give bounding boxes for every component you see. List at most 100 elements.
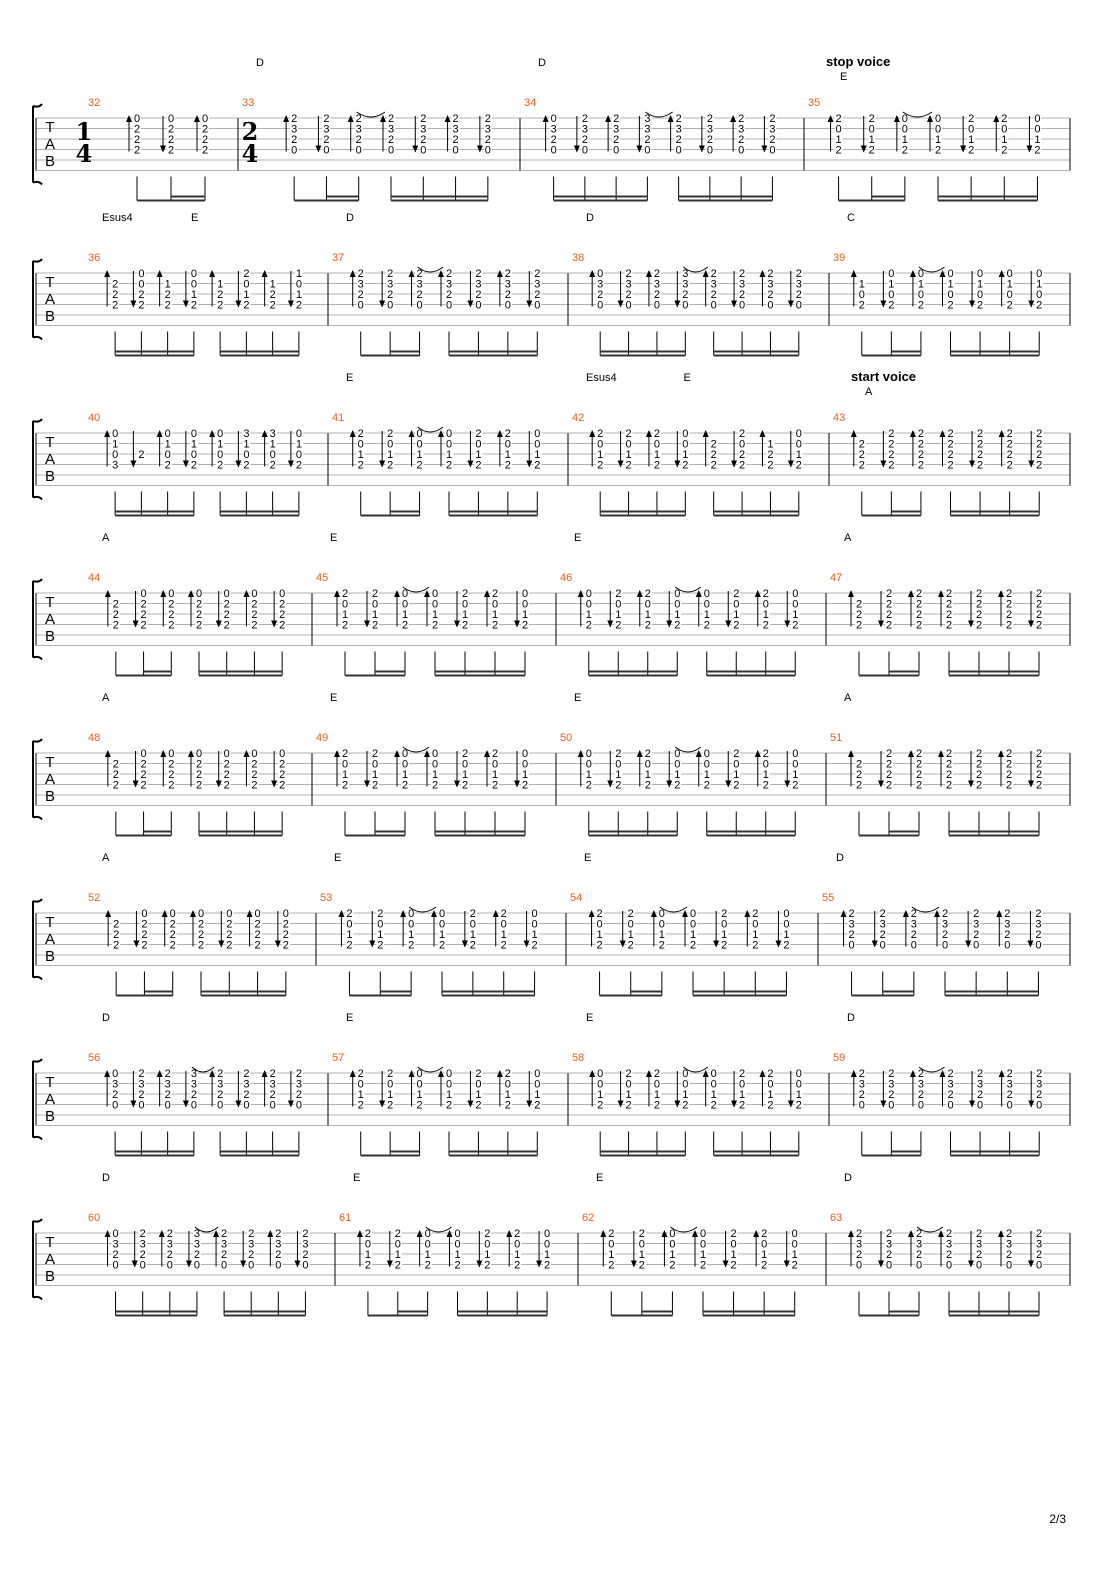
arrow-head	[215, 780, 222, 788]
arrow-head	[787, 460, 794, 468]
fret-number: 0	[439, 919, 445, 931]
fret-background	[909, 939, 918, 950]
fret-background	[438, 939, 446, 950]
fret-number: 0	[711, 300, 717, 312]
fret-number: 3	[796, 279, 802, 291]
tie-arc	[916, 1226, 944, 1233]
fret-background	[137, 1078, 146, 1089]
arrow-head	[909, 270, 916, 277]
fret-background	[738, 459, 747, 470]
fret-number: 0	[690, 908, 696, 920]
fret-background	[543, 1238, 552, 1249]
fret-background	[341, 588, 349, 598]
fret-background	[201, 144, 209, 155]
measure-number: 55	[822, 892, 834, 904]
tab-clef-letter: A	[45, 1091, 55, 1108]
fret-background	[855, 1238, 863, 1249]
fret-number: 2	[888, 1068, 894, 1080]
fret-background	[934, 123, 942, 134]
fret-number: 2	[947, 428, 953, 440]
arrow-head	[998, 430, 1005, 437]
tie-arc	[191, 1066, 215, 1073]
fret-number: 1	[514, 1249, 520, 1261]
fret-background	[794, 438, 803, 449]
fret-background	[1033, 123, 1042, 134]
fret-number: 2	[196, 780, 202, 792]
fret-background	[885, 619, 893, 630]
fret-background	[766, 1089, 775, 1099]
fret-background	[386, 289, 395, 299]
fret-background	[887, 459, 896, 470]
fret-background	[681, 299, 690, 310]
tie-arc	[911, 906, 940, 913]
fret-number: 0	[251, 588, 257, 600]
fret-number: 1	[674, 769, 680, 781]
fret-number: 2	[973, 929, 979, 941]
fret-background	[216, 1078, 225, 1089]
arrow-head	[261, 1070, 268, 1077]
fret-number: 2	[134, 124, 140, 136]
fret-number: 2	[372, 588, 378, 600]
fret-number: 2	[224, 620, 230, 632]
fret-number: 0	[902, 113, 908, 125]
fret-background	[657, 918, 666, 929]
fret-background	[1035, 1259, 1043, 1270]
fret-number: 1	[505, 1089, 511, 1101]
fret-background	[652, 278, 661, 289]
fret-number: 2	[1036, 300, 1042, 312]
fret-number: 0	[704, 599, 710, 611]
fret-background	[699, 1228, 707, 1238]
fret-number: 2	[365, 1260, 371, 1272]
measure-number: 36	[88, 252, 100, 264]
fret-number: 2	[918, 460, 924, 472]
fret-background	[294, 438, 303, 449]
fret-number: 0	[408, 919, 414, 931]
fret-number: 1	[783, 929, 789, 941]
fret-background	[112, 918, 121, 929]
fret-background	[702, 748, 711, 758]
fret-number: 2	[976, 599, 982, 611]
fret-background	[885, 1228, 893, 1238]
fret-number: 3	[270, 1079, 276, 1091]
fret-background	[138, 1238, 147, 1249]
fret-background	[242, 1099, 251, 1110]
fret-number: 2	[112, 289, 118, 301]
fret-number: 2	[763, 780, 769, 792]
fret-number: 0	[402, 748, 408, 760]
fret-background	[751, 939, 760, 950]
measure-number: 38	[572, 252, 584, 264]
fret-background	[461, 598, 469, 609]
fret-background	[857, 1089, 866, 1099]
arrow-head	[1026, 145, 1033, 153]
arrow-head	[759, 430, 766, 437]
fret-background	[1035, 1068, 1044, 1078]
fret-background	[483, 123, 492, 134]
arrow-head	[287, 460, 294, 468]
fret-number: 0	[888, 1100, 894, 1112]
fret-number: 2	[597, 460, 603, 472]
fret-background	[451, 144, 460, 155]
measure-number: 46	[560, 572, 572, 584]
fret-number: 1	[534, 449, 540, 461]
fret-background	[1034, 908, 1043, 918]
fret-number: 2	[918, 300, 924, 312]
fret-background	[197, 929, 205, 939]
fret-number: 0	[859, 289, 865, 301]
fret-number: 2	[168, 780, 174, 792]
arrow-head	[438, 1070, 444, 1077]
fret-number: 2	[1034, 145, 1040, 157]
fret-number: 0	[767, 1079, 773, 1091]
fret-number: 0	[485, 145, 491, 157]
fret-number: 2	[141, 769, 147, 781]
fret-number: 2	[888, 460, 894, 472]
fret-background	[195, 779, 203, 790]
fret-background	[474, 1099, 483, 1110]
arrow-head	[514, 780, 520, 788]
fret-background	[474, 459, 483, 470]
fret-background	[322, 134, 331, 144]
fret-number: 0	[626, 1079, 632, 1091]
fret-number: 1	[217, 439, 223, 451]
fret-number: 2	[918, 449, 924, 461]
fret-background	[386, 1099, 395, 1110]
fret-number: 2	[221, 1249, 227, 1261]
